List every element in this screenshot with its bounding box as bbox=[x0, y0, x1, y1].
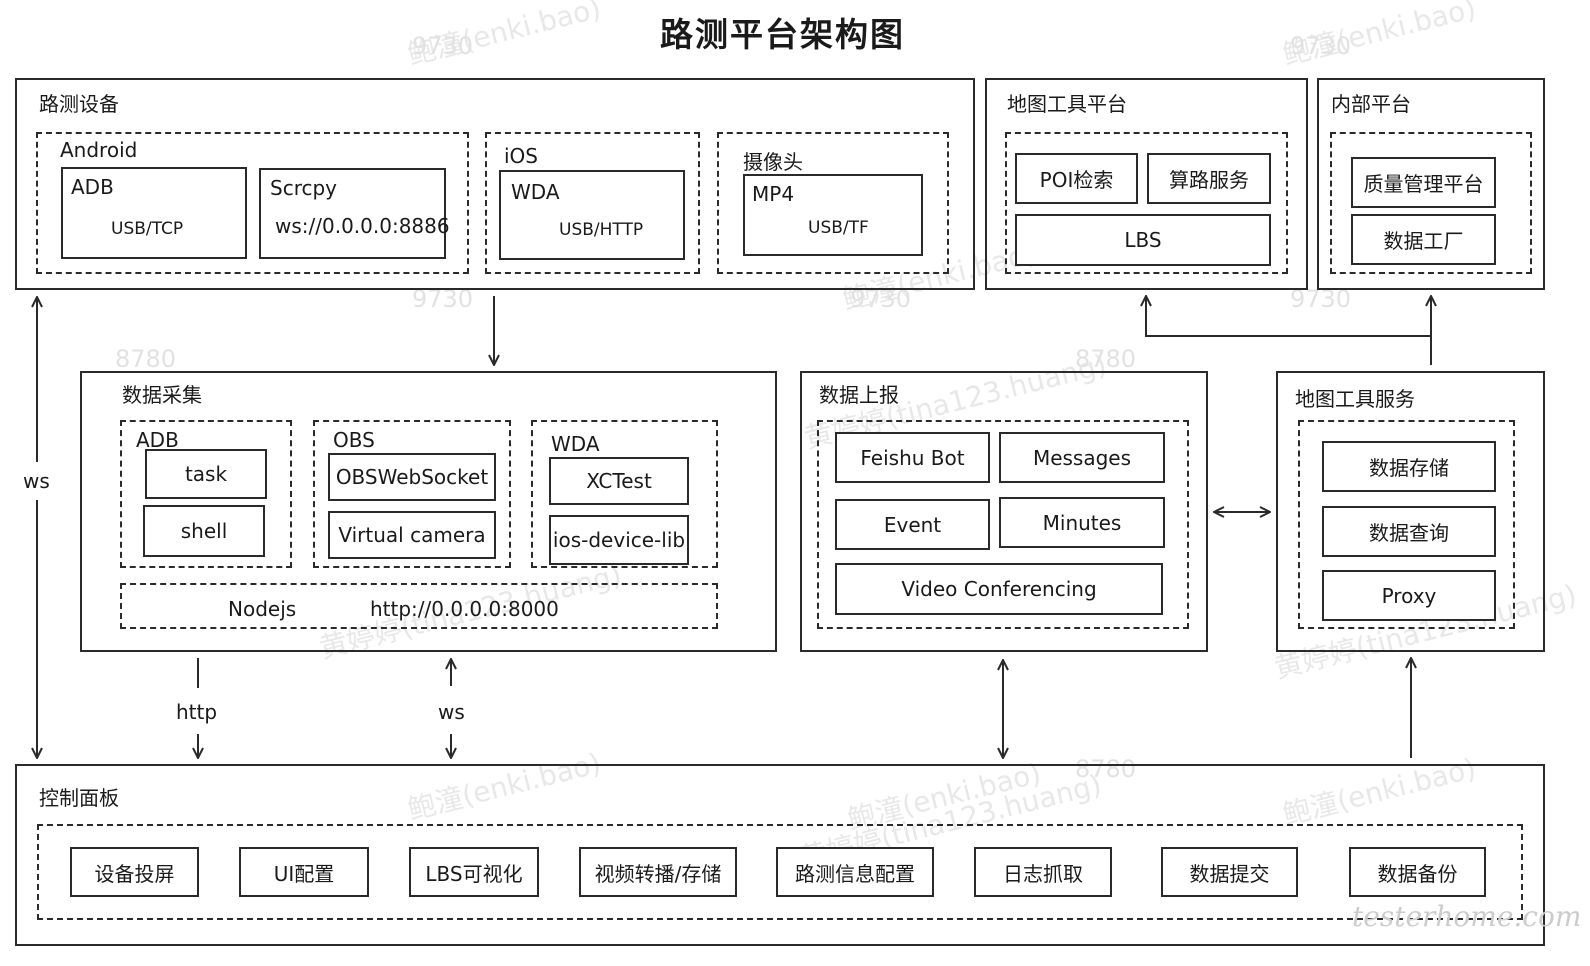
data-storage-box: 数据存储 bbox=[1322, 441, 1496, 492]
internal-platform-panel: 内部平台 bbox=[1317, 78, 1545, 290]
http-label: http bbox=[176, 700, 218, 724]
obs-group: OBS bbox=[313, 420, 511, 568]
minutes-box: Minutes bbox=[999, 497, 1165, 548]
virtual-camera-box: Virtual camera bbox=[328, 511, 496, 559]
ws-mid-label: ws bbox=[438, 700, 465, 724]
ui-config-box: UI配置 bbox=[239, 847, 369, 897]
android-label: Android bbox=[60, 138, 138, 162]
scrcpy-box: Scrcpy ws://0.0.0.0:8886 bbox=[259, 168, 450, 259]
proxy-box: Proxy bbox=[1322, 570, 1496, 621]
shell-box: shell bbox=[143, 505, 265, 557]
control-panel-group bbox=[37, 824, 1523, 920]
nodejs-bar: Nodejs http://0.0.0.0:8000 bbox=[120, 583, 718, 629]
wda-device-box: WDA USB/HTTP bbox=[499, 170, 685, 260]
adb-collect-group: ADB bbox=[120, 420, 292, 568]
quality-platform-box: 质量管理平台 bbox=[1351, 157, 1496, 208]
control-panel: 控制面板 bbox=[15, 764, 1545, 946]
map-tools-service-label: 地图工具服务 bbox=[1295, 387, 1415, 411]
camera-label: 摄像头 bbox=[743, 150, 803, 174]
lbs-visualization-box: LBS可视化 bbox=[409, 847, 539, 897]
mp4-box: MP4 USB/TF bbox=[743, 174, 923, 256]
road-devices-label: 路测设备 bbox=[39, 92, 119, 116]
obs-label: OBS bbox=[333, 428, 375, 452]
data-submit-box: 数据提交 bbox=[1161, 847, 1298, 897]
route-service-box: 算路服务 bbox=[1147, 153, 1271, 204]
road-test-info-config-box: 路测信息配置 bbox=[776, 847, 934, 897]
adb-collect-label: ADB bbox=[136, 428, 179, 452]
wda-collect-label: WDA bbox=[551, 432, 600, 456]
ios-group: iOS bbox=[485, 132, 700, 274]
map-tools-platform-group bbox=[1005, 132, 1288, 274]
mp4-name: MP4 bbox=[752, 182, 795, 206]
poi-search-box: POI检索 bbox=[1015, 153, 1138, 204]
android-group: Android bbox=[36, 132, 469, 274]
internal-platform-group bbox=[1330, 132, 1532, 274]
data-collection-label: 数据采集 bbox=[122, 383, 202, 407]
diagram-title: 路测平台架构图 bbox=[660, 15, 905, 54]
log-capture-box: 日志抓取 bbox=[974, 847, 1112, 897]
arrow-service-to-platforms bbox=[1146, 296, 1432, 365]
obs-websocket-box: OBSWebSocket bbox=[328, 453, 496, 501]
mp4-sub: USB/TF bbox=[808, 218, 869, 238]
map-tools-platform-label: 地图工具平台 bbox=[1007, 92, 1127, 116]
map-tools-platform-panel: 地图工具平台 bbox=[985, 78, 1308, 290]
xctest-box: XCTest bbox=[549, 457, 689, 505]
adb-sub: USB/TCP bbox=[111, 219, 184, 239]
ws-left-label: ws bbox=[23, 469, 50, 493]
internal-platform-label: 内部平台 bbox=[1331, 92, 1411, 116]
ios-label: iOS bbox=[504, 144, 538, 168]
data-collection-panel: 数据采集 bbox=[80, 371, 777, 652]
scrcpy-sub: ws://0.0.0.0:8886 bbox=[275, 214, 450, 238]
adb-name: ADB bbox=[71, 175, 114, 199]
video-conferencing-box: Video Conferencing bbox=[835, 563, 1163, 615]
map-tools-service-panel: 地图工具服务 bbox=[1276, 371, 1545, 652]
data-report-group bbox=[817, 420, 1189, 629]
nodejs-addr: http://0.0.0.0:8000 bbox=[370, 597, 559, 621]
wda-device-name: WDA bbox=[511, 180, 560, 204]
data-report-panel: 数据上报 bbox=[800, 371, 1208, 652]
data-factory-box: 数据工厂 bbox=[1351, 214, 1496, 265]
task-box: task bbox=[145, 449, 267, 499]
adb-box: ADB USB/TCP bbox=[61, 167, 247, 259]
site-watermark: testerhome.com bbox=[1352, 900, 1582, 933]
wda-collect-group: WDA bbox=[531, 420, 718, 568]
data-report-label: 数据上报 bbox=[819, 383, 899, 407]
control-panel-label: 控制面板 bbox=[39, 786, 119, 810]
messages-box: Messages bbox=[999, 432, 1165, 483]
event-box: Event bbox=[835, 499, 990, 550]
road-devices-panel: 路测设备 bbox=[15, 78, 975, 290]
wda-device-sub: USB/HTTP bbox=[559, 220, 644, 240]
data-query-box: 数据查询 bbox=[1322, 506, 1496, 557]
data-backup-box: 数据备份 bbox=[1349, 847, 1486, 897]
scrcpy-name: Scrcpy bbox=[270, 176, 338, 200]
map-tools-service-group bbox=[1298, 420, 1515, 629]
feishu-bot-box: Feishu Bot bbox=[835, 432, 990, 483]
nodejs-name: Nodejs bbox=[228, 597, 297, 621]
device-mirroring-box: 设备投屏 bbox=[70, 847, 199, 897]
ios-device-lib-box: ios-device-lib bbox=[549, 515, 689, 565]
lbs-box: LBS bbox=[1015, 214, 1271, 266]
video-relay-storage-box: 视频转播/存储 bbox=[579, 847, 737, 897]
camera-group: 摄像头 bbox=[717, 132, 949, 274]
